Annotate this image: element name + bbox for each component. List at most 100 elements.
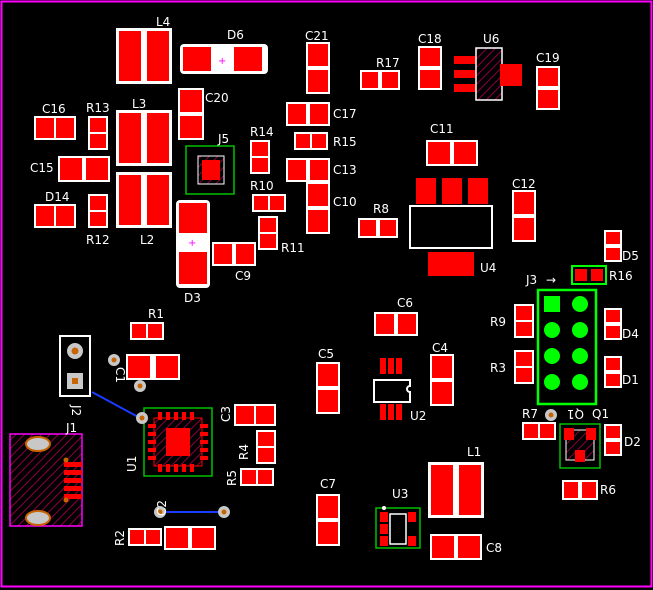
resistor-r14[interactable]: R14	[250, 125, 274, 174]
capacitor-c18[interactable]: C18	[418, 32, 442, 90]
capacitor-c20[interactable]: C20	[178, 88, 229, 140]
inductor-l2[interactable]: L2	[116, 172, 172, 247]
connector-j2[interactable]: J2	[59, 335, 91, 416]
label-j2: J2	[69, 404, 83, 416]
resistor-r2[interactable]: R2	[113, 528, 162, 546]
resistor-r6[interactable]: R6	[562, 480, 616, 500]
label-r10: R10	[250, 179, 274, 193]
ic-u1[interactable]: U1	[125, 407, 213, 477]
connector-j5[interactable]: J5	[185, 132, 235, 195]
label-j5: J5	[217, 132, 229, 146]
header-j3[interactable]: J3 →	[525, 273, 598, 406]
diode-d1[interactable]: D1	[604, 356, 639, 388]
label-c16: C16	[42, 102, 66, 116]
capacitor-c16[interactable]: C16	[34, 102, 76, 140]
diode-d5[interactable]: D5	[604, 230, 639, 263]
capacitor-c7[interactable]: C7	[316, 477, 340, 546]
capacitor-c8[interactable]: C8	[430, 534, 502, 560]
label-q8: Q1	[567, 407, 584, 421]
label-r6: R6	[600, 483, 616, 497]
label-c4: C4	[432, 341, 448, 355]
capacitor-c21[interactable]: C21	[305, 29, 330, 94]
inductor-l1[interactable]: L1	[428, 445, 484, 518]
label-r17: R17	[376, 56, 400, 70]
label-j3: J3	[525, 273, 537, 287]
pin1-marker-d3: +	[188, 238, 196, 249]
pin1-arrow: →	[546, 273, 556, 287]
label-c19: C19	[536, 51, 560, 65]
diode-d6[interactable]: + D6	[180, 28, 268, 74]
label-r1: R1	[148, 307, 164, 321]
label-l2: L2	[140, 233, 154, 247]
capacitor-c3[interactable]: C3	[219, 404, 276, 426]
pin1-marker: +	[218, 56, 226, 67]
label-d5: D5	[622, 249, 639, 263]
resistor-r4[interactable]: R4	[237, 430, 276, 464]
label-u1: U1	[125, 456, 139, 472]
capacitor-c13[interactable]: C13	[286, 158, 357, 182]
capacitor-c17[interactable]: C17	[286, 102, 357, 126]
regulator-u4[interactable]: U4	[409, 178, 496, 276]
ic-u2[interactable]: U2	[373, 358, 426, 423]
capacitor-c5[interactable]: C5	[316, 347, 340, 414]
usb-connector-j1[interactable]: J1	[9, 421, 83, 527]
resistor-r12[interactable]: R12	[86, 194, 110, 247]
capacitor-c12[interactable]: C12	[512, 177, 536, 242]
capacitor-c19[interactable]: C19	[536, 51, 560, 110]
resistor-r5[interactable]: R5	[225, 468, 274, 486]
resistor-r13[interactable]: R13	[86, 101, 110, 150]
label-d3: D3	[184, 291, 201, 305]
label-c18: C18	[418, 32, 442, 46]
resistor-r15[interactable]: R15	[294, 132, 357, 150]
label-c6: C6	[397, 296, 413, 310]
label-r3: R3	[490, 361, 506, 375]
inductor-l4[interactable]: L4	[116, 15, 172, 84]
resistor-r11[interactable]: R11	[258, 216, 305, 255]
capacitor-c15[interactable]: C15	[30, 156, 110, 182]
ic-u3[interactable]: U3	[375, 487, 421, 549]
resistor-r3[interactable]: R3	[490, 350, 534, 384]
label-c5: C5	[318, 347, 334, 361]
resistor-r9[interactable]: R9	[490, 304, 534, 338]
label-c10: C10	[333, 195, 357, 209]
transistor-q1[interactable]: Q1 Q1	[545, 407, 609, 469]
label-l3: L3	[132, 97, 146, 111]
resistor-r8[interactable]: R8	[358, 202, 398, 238]
capacitor-d14[interactable]: D14	[34, 190, 76, 228]
resistor-r17[interactable]: R17	[360, 56, 400, 90]
label-q1: Q1	[592, 407, 609, 421]
label-u4: U4	[480, 261, 496, 275]
diode-d4[interactable]: D4	[604, 308, 639, 341]
capacitor-c11[interactable]: C11	[426, 122, 478, 166]
label-r14: R14	[250, 125, 274, 139]
capacitor-c2[interactable]: C2	[154, 500, 230, 550]
capacitor-c4[interactable]: C4	[430, 341, 454, 406]
resistor-r7[interactable]: R7	[522, 407, 556, 440]
resistor-r10[interactable]: R10	[250, 179, 286, 212]
label-l1: L1	[467, 445, 481, 459]
label-d6: D6	[227, 28, 244, 42]
label-r9: R9	[490, 315, 506, 329]
label-c1: C1	[113, 367, 127, 383]
diode-d2[interactable]: D2	[604, 424, 641, 456]
capacitor-c6[interactable]: C6	[374, 296, 418, 336]
label-d4: D4	[622, 327, 639, 341]
label-c17: C17	[333, 107, 357, 121]
capacitor-c10[interactable]: C10	[306, 182, 357, 234]
diode-d3[interactable]: + D3	[176, 200, 210, 305]
capacitor-c1[interactable]: C1	[108, 354, 180, 392]
label-c13: C13	[333, 163, 357, 177]
inductor-l3[interactable]: L3	[116, 97, 172, 166]
capacitor-c9[interactable]: C9	[212, 242, 256, 283]
label-r13: R13	[86, 101, 110, 115]
label-j1: J1	[65, 421, 77, 435]
resistor-r16[interactable]: R16	[571, 265, 633, 285]
resistor-r1[interactable]: R1	[130, 307, 164, 340]
label-r11: R11	[281, 241, 305, 255]
label-c7: C7	[320, 477, 336, 491]
label-d2: D2	[624, 435, 641, 449]
label-c11: C11	[430, 122, 454, 136]
regulator-u6[interactable]: U6	[454, 32, 522, 101]
